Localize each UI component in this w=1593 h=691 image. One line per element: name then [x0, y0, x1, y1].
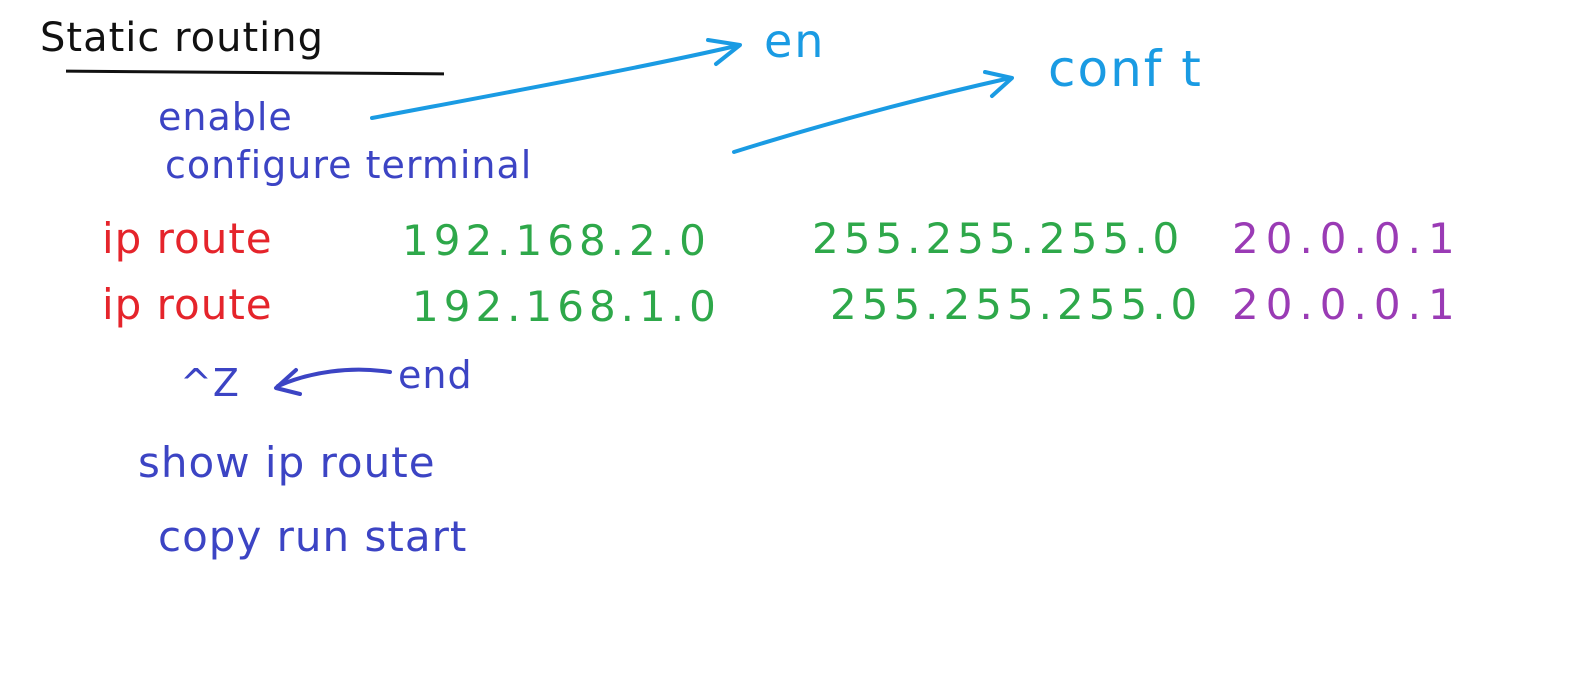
- end-command: end: [398, 353, 473, 397]
- route-2-next-hop: 20.0.0.1: [1232, 280, 1462, 329]
- route-1-next-hop: 20.0.0.1: [1232, 214, 1462, 263]
- en-alias: en: [764, 14, 826, 68]
- route-1-network: 192.168.2.0: [402, 216, 711, 265]
- configure-terminal-to-conf-t-arrow: [732, 70, 1014, 154]
- route-2-mask: 255.255.255.0: [830, 280, 1203, 329]
- show-ip-route-command: show ip route: [138, 438, 436, 487]
- route-2-network: 192.168.1.0: [412, 282, 721, 331]
- end-to-ctrl-z-arrow: [274, 367, 392, 396]
- copy-run-start-command: copy run start: [158, 512, 468, 561]
- title-underline: [65, 69, 445, 76]
- ctrl-z-shortcut: ^Z: [180, 361, 240, 405]
- configure-terminal-command: configure terminal: [165, 143, 533, 187]
- page-title: Static routing: [40, 15, 325, 61]
- route-1-mask: 255.255.255.0: [812, 214, 1185, 263]
- route-2-keyword: ip route: [102, 280, 273, 329]
- conf-t-alias: conf t: [1048, 40, 1203, 98]
- route-1-keyword: ip route: [102, 214, 273, 263]
- enable-to-en-arrow: [370, 38, 742, 120]
- enable-command: enable: [158, 95, 293, 139]
